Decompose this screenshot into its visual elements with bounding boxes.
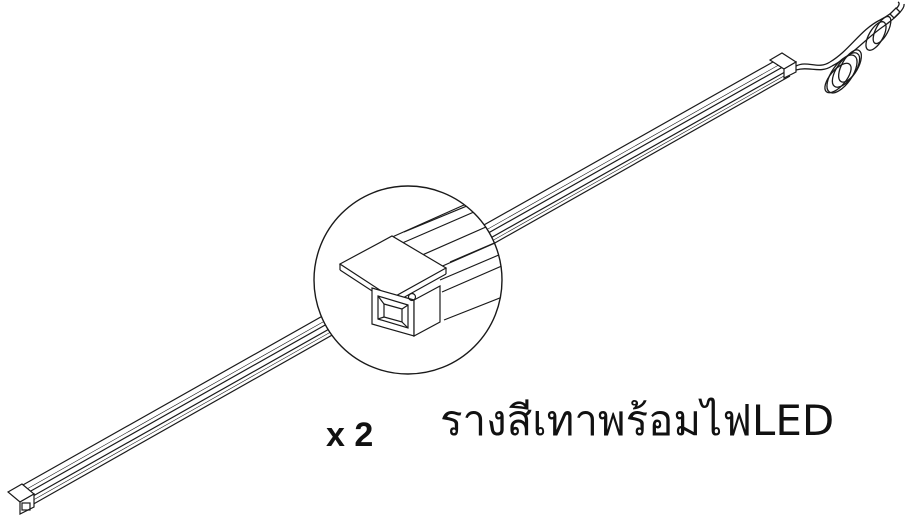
rail-end-cap-right xyxy=(768,52,798,79)
zoom-detail-circle xyxy=(313,185,503,375)
rail-end-cap-left xyxy=(6,483,36,515)
product-name-label: รางสีเทาพร้อมไฟLED xyxy=(440,396,835,445)
quantity-label: x 2 xyxy=(326,416,374,454)
power-cable-coil xyxy=(795,1,905,94)
